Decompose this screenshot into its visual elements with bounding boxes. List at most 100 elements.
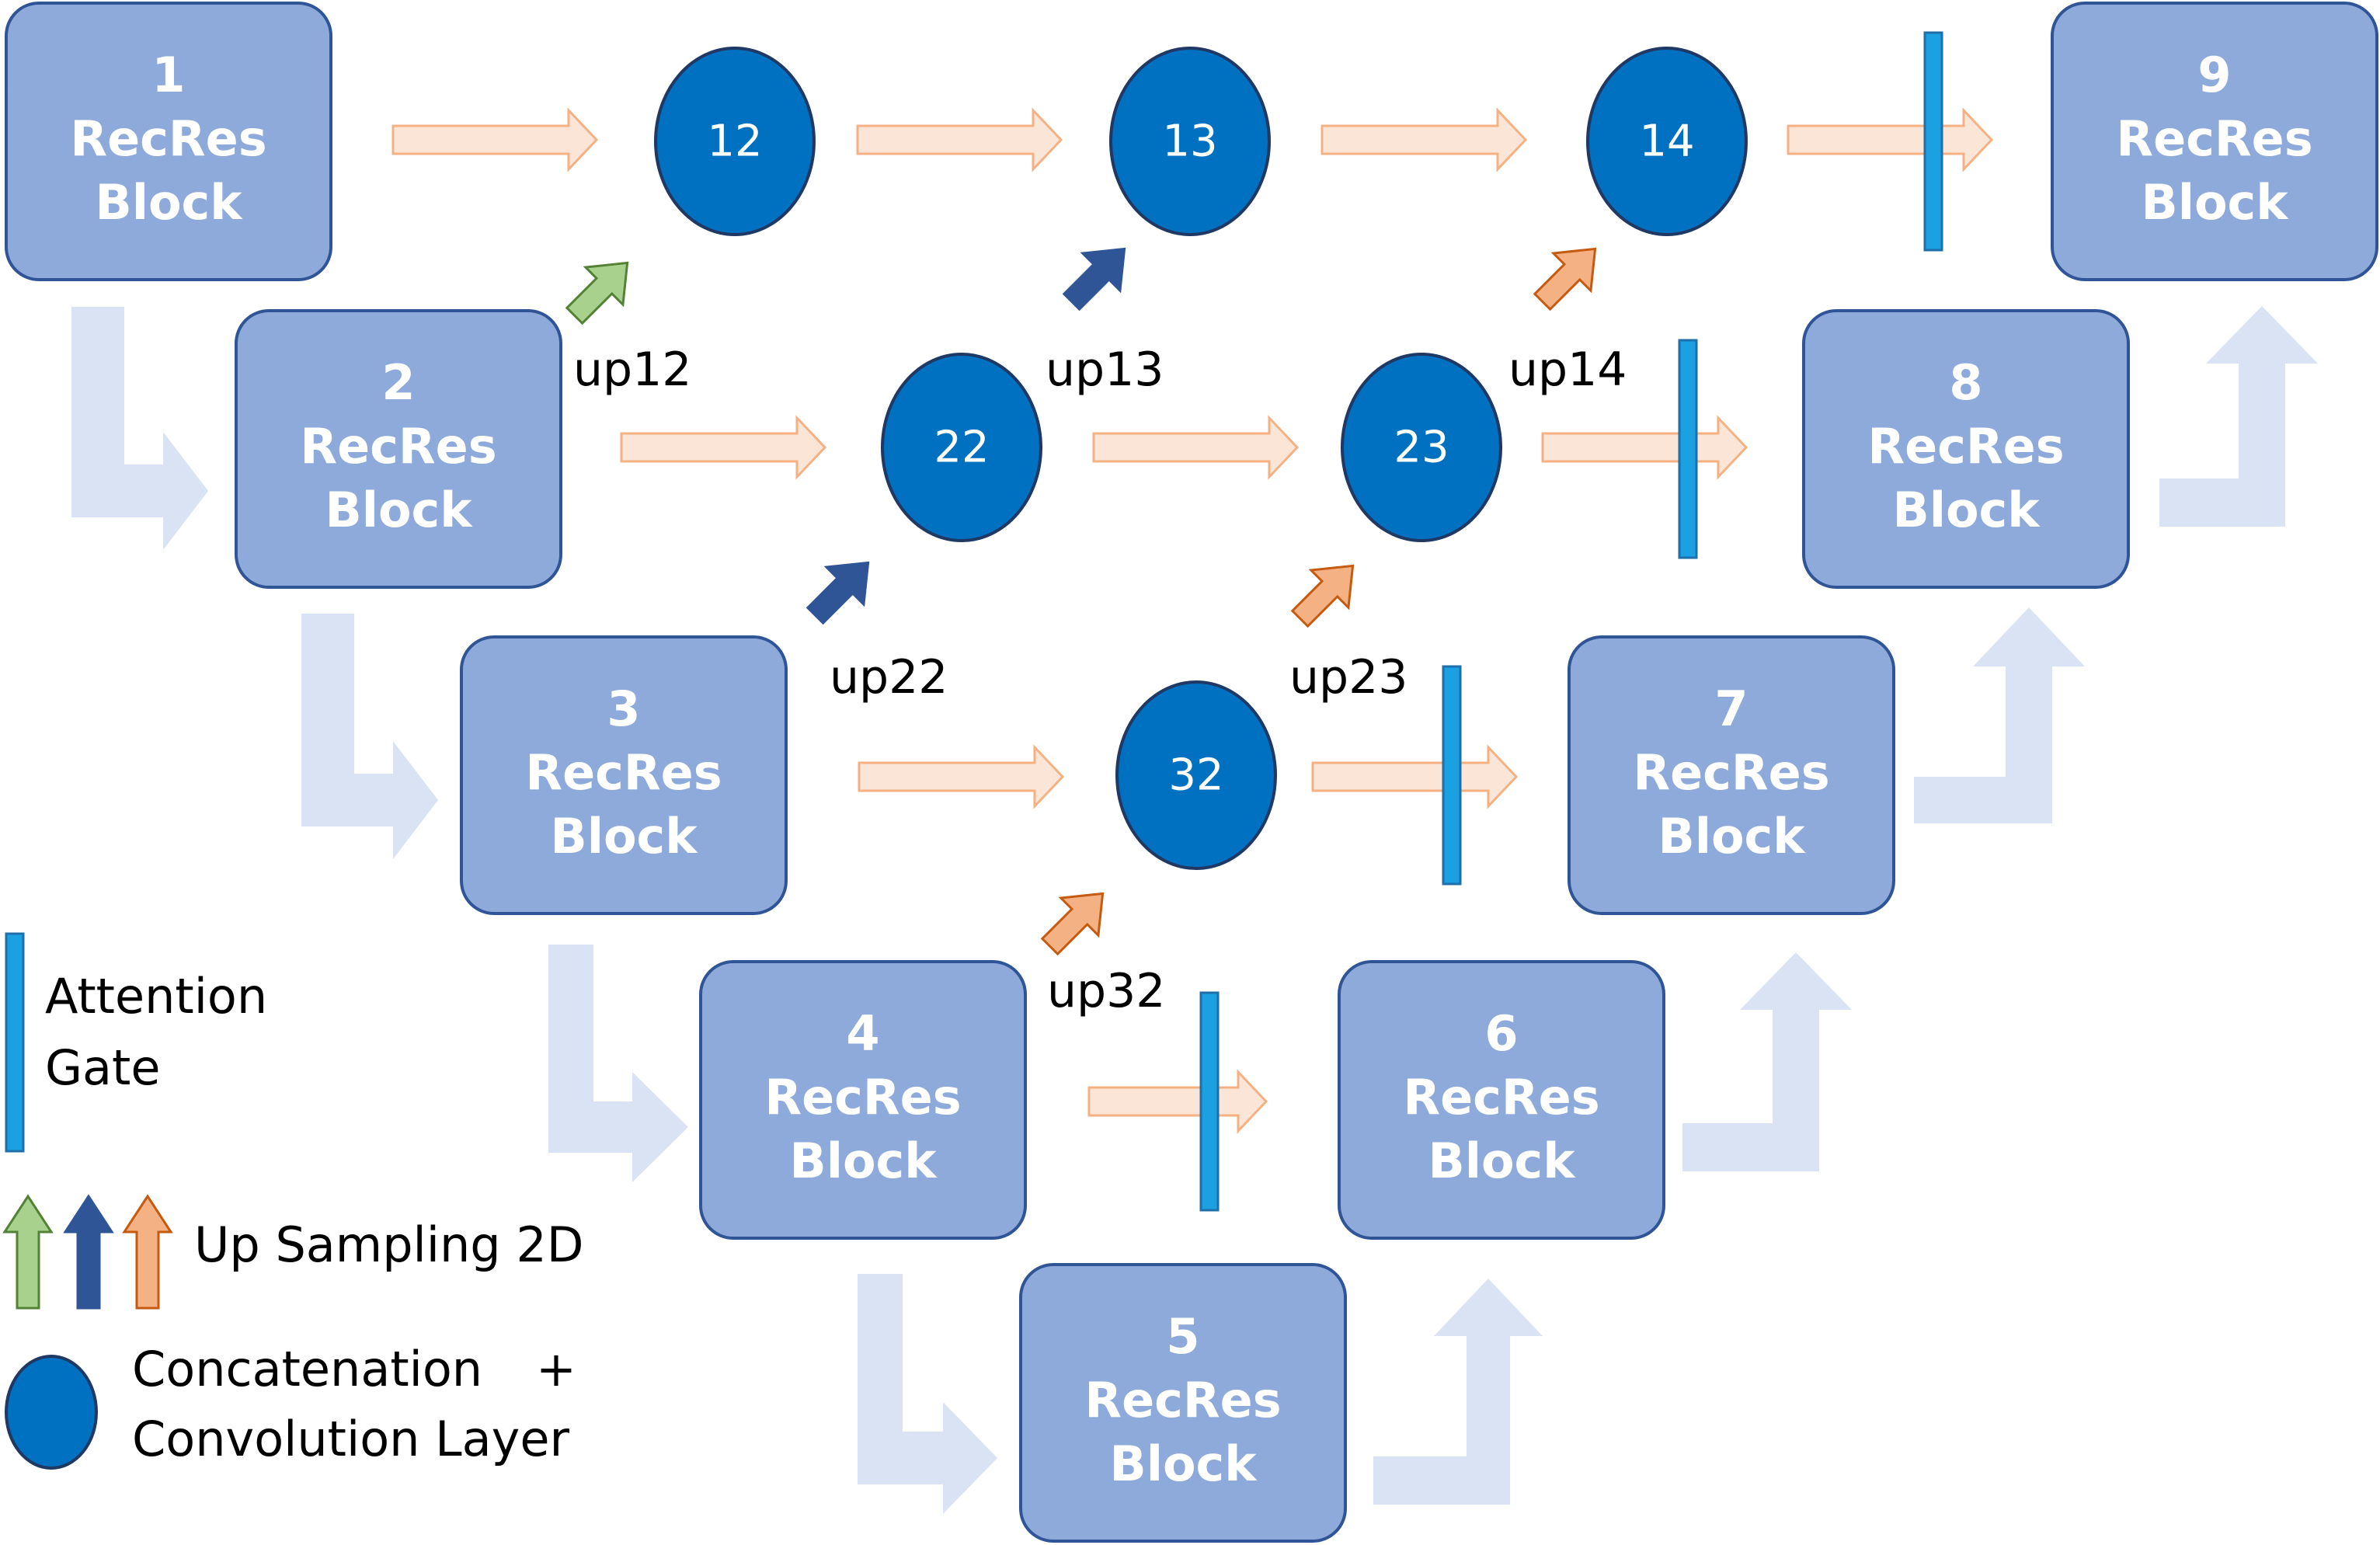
block-label: RecRes xyxy=(1084,1372,1281,1428)
skip-arrow-2-to-22 xyxy=(620,415,827,480)
node-label: 22 xyxy=(934,423,989,473)
block-label: Block xyxy=(1658,808,1806,865)
block-6: 6 RecRes Block xyxy=(1338,960,1665,1240)
skip-arrow-1-to-12 xyxy=(391,107,599,172)
block-label: RecRes xyxy=(1867,418,2064,475)
block-label: Block xyxy=(1109,1435,1258,1492)
block-7: 7 RecRes Block xyxy=(1568,635,1895,915)
block-label: Block xyxy=(789,1133,938,1189)
flow-arrow-4-to-5 xyxy=(858,1274,997,1514)
node-23: 23 xyxy=(1341,353,1502,542)
up-label-22: up22 xyxy=(830,650,948,705)
block-2: 2 RecRes Block xyxy=(235,309,562,589)
block-label: RecRes xyxy=(300,418,496,475)
legend-conv-label: Convolution Layer xyxy=(132,1411,570,1467)
flow-arrow-5-to-6 xyxy=(1373,1279,1543,1505)
attention-gate-8 xyxy=(1678,339,1698,559)
flow-arrow-1-to-2 xyxy=(71,307,208,550)
up-label-12: up12 xyxy=(573,343,691,397)
node-label: 14 xyxy=(1639,117,1694,167)
upsampling-arrows xyxy=(565,247,1597,956)
block-5: 5 RecRes Block xyxy=(1019,1263,1347,1543)
node-12: 12 xyxy=(654,47,816,236)
up-arrow-green-icon xyxy=(2,1194,54,1310)
skip-arrow-13-to-14 xyxy=(1320,107,1528,172)
block-number: 2 xyxy=(381,354,415,411)
legend-concat-conv: Concatenation + Convolution Layer xyxy=(5,1341,576,1470)
block-number: 4 xyxy=(846,1005,879,1062)
block-number: 5 xyxy=(1166,1308,1199,1365)
legend: Attention Gate Up Sampling 2D Concatenat… xyxy=(2,932,584,1470)
block-number: 3 xyxy=(607,680,640,737)
node-13: 13 xyxy=(1109,47,1271,236)
block-3: 3 RecRes Block xyxy=(460,635,788,915)
flow-arrow-8-to-9 xyxy=(2159,306,2318,527)
node-label: 23 xyxy=(1394,423,1449,473)
up-arrow-13 xyxy=(1062,247,1126,311)
up-label-23: up23 xyxy=(1289,650,1407,705)
attention-gates xyxy=(1199,31,1943,1212)
flow-arrow-3-to-4 xyxy=(548,945,688,1182)
flow-arrow-2-to-3 xyxy=(301,614,438,859)
skip-arrow-3-to-32 xyxy=(858,744,1065,809)
node-14: 14 xyxy=(1586,47,1748,236)
block-label: Block xyxy=(550,808,698,865)
skip-arrow-12-to-13 xyxy=(856,107,1063,172)
legend-concat-label: Concatenation xyxy=(132,1341,482,1397)
legend-upsampling-label: Up Sampling 2D xyxy=(194,1216,584,1273)
block-label: Block xyxy=(1892,482,2041,538)
node-label: 12 xyxy=(707,117,762,167)
attention-gate-6 xyxy=(1199,991,1220,1212)
legend-concat-plus: + xyxy=(536,1341,576,1397)
legend-upsampling: Up Sampling 2D xyxy=(2,1194,584,1310)
skip-arrow-32-to-7 xyxy=(1311,744,1519,809)
skip-arrow-23-to-8 xyxy=(1541,415,1748,480)
block-number: 7 xyxy=(1714,680,1748,737)
node-label: 13 xyxy=(1162,117,1217,167)
flow-arrow-7-to-8 xyxy=(1914,607,2085,823)
up-arrow-blue-icon xyxy=(63,1194,114,1310)
up-arrow-12 xyxy=(565,261,629,325)
legend-attention-gate: Attention Gate xyxy=(5,932,267,1153)
node-32: 32 xyxy=(1115,680,1277,870)
node-swatch-icon xyxy=(5,1355,98,1470)
attention-gate-swatch xyxy=(5,932,25,1153)
flow-arrows xyxy=(71,306,2318,1514)
skip-arrow-22-to-23 xyxy=(1092,415,1300,480)
block-label: Block xyxy=(95,174,243,231)
up-label-32: up32 xyxy=(1047,964,1165,1018)
block-label: RecRes xyxy=(525,744,722,801)
block-label: RecRes xyxy=(70,110,266,167)
legend-attention-label: Attention xyxy=(45,968,267,1025)
flow-arrow-6-to-7 xyxy=(1682,952,1852,1171)
up-arrow-14 xyxy=(1533,247,1597,311)
up-arrow-23 xyxy=(1290,564,1355,628)
block-label: RecRes xyxy=(764,1069,961,1126)
node-22: 22 xyxy=(881,353,1042,542)
blocks: 1 RecRes Block 2 RecRes Block 3 RecRes B… xyxy=(5,2,2378,1543)
block-number: 6 xyxy=(1484,1005,1518,1062)
block-label: RecRes xyxy=(1403,1069,1599,1126)
block-label: Block xyxy=(1428,1133,1576,1189)
block-label: Block xyxy=(325,482,473,538)
nodes: 12 13 14 22 23 32 xyxy=(654,47,1748,870)
attention-gate-7 xyxy=(1442,665,1462,886)
up-label-13: up13 xyxy=(1046,343,1164,397)
block-number: 1 xyxy=(151,47,185,103)
skip-arrows xyxy=(391,107,1994,1134)
block-label: RecRes xyxy=(1633,744,1829,801)
block-8: 8 RecRes Block xyxy=(1802,309,2130,589)
block-label: Block xyxy=(2141,174,2289,231)
up-labels: up12 up13 up14 up22 up23 up32 xyxy=(573,343,1627,1018)
block-1: 1 RecRes Block xyxy=(5,2,332,281)
up-label-14: up14 xyxy=(1508,343,1627,397)
block-label: RecRes xyxy=(2116,110,2312,167)
up-arrow-orange-icon xyxy=(122,1194,173,1310)
skip-arrow-14-to-9 xyxy=(1787,107,1994,172)
block-number: 8 xyxy=(1949,354,1982,411)
skip-arrow-4-to-6 xyxy=(1087,1069,1268,1134)
node-label: 32 xyxy=(1168,750,1223,801)
block-4: 4 RecRes Block xyxy=(699,960,1027,1240)
block-number: 9 xyxy=(2197,47,2231,103)
